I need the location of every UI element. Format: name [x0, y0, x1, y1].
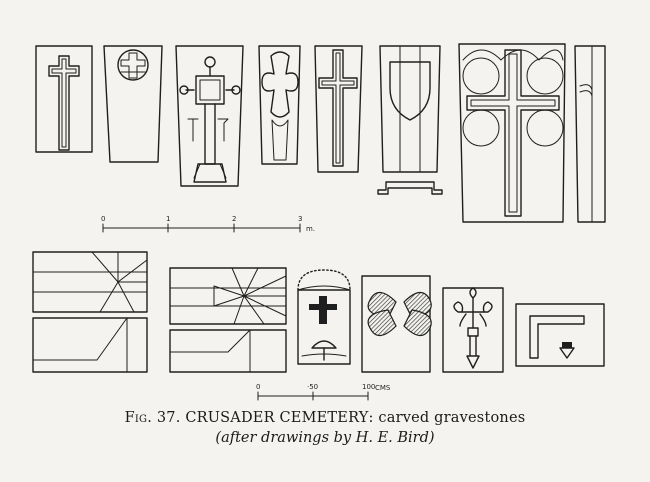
credit-name: H. E. Bird	[355, 430, 429, 446]
scale-bottom-tick-2: 100	[362, 383, 375, 391]
figure-caption: Fig. 37. CRUSADER CEMETERY: carved grave…	[0, 410, 650, 426]
scale-bottom-unit: CMS	[375, 384, 391, 392]
gravestone-fleur-cross	[442, 287, 504, 373]
scale-bar-meters: 0 1 2 3 m.	[101, 215, 315, 233]
gravestone-sunburst-pair	[32, 251, 148, 373]
scale-top-tick-2: 2	[232, 215, 236, 223]
credit-text: after drawings by	[221, 430, 352, 446]
gravestone-recessed-cross	[314, 45, 363, 173]
gravestone-hatched-quatrefoil	[361, 275, 432, 373]
gravestone-star-pair	[169, 267, 287, 373]
scale-bar-centimeters: 0 ·50 100 CMS	[256, 383, 391, 401]
credit-close-paren: )	[428, 430, 435, 446]
scale-top-unit: m.	[306, 225, 315, 233]
gravestone-cutout-cross	[258, 45, 301, 165]
credit-open-paren: (	[215, 430, 222, 446]
scale-bottom-tick-1: ·50	[307, 383, 318, 391]
figure-label: Fig. 37.	[124, 410, 181, 426]
scale-top-ticks: 0 1 2 3	[101, 215, 302, 223]
scale-top-tick-0: 0	[101, 215, 105, 223]
gravestone-cross-shaft	[35, 45, 93, 153]
figure-credit: (after drawings by H. E. Bird)	[0, 430, 650, 446]
scale-bottom-tick-0: 0	[256, 383, 260, 391]
gravestone-quatrefoil-cross	[458, 43, 606, 223]
figure-title: CRUSADER CEMETERY	[185, 410, 369, 426]
gravestone-domed-cross	[297, 269, 351, 365]
gravestone-shield	[377, 45, 443, 195]
gravestone-floriated-cross	[175, 45, 244, 187]
gravestone-roundel-cross	[103, 45, 163, 163]
scale-bottom-ticks: 0 ·50 100	[256, 383, 375, 391]
gravestone-l-groove	[515, 303, 605, 367]
scale-top-tick-3: 3	[298, 215, 302, 223]
scale-top-tick-1: 1	[166, 215, 170, 223]
figure-title-suffix: : carved gravestones	[368, 410, 526, 426]
